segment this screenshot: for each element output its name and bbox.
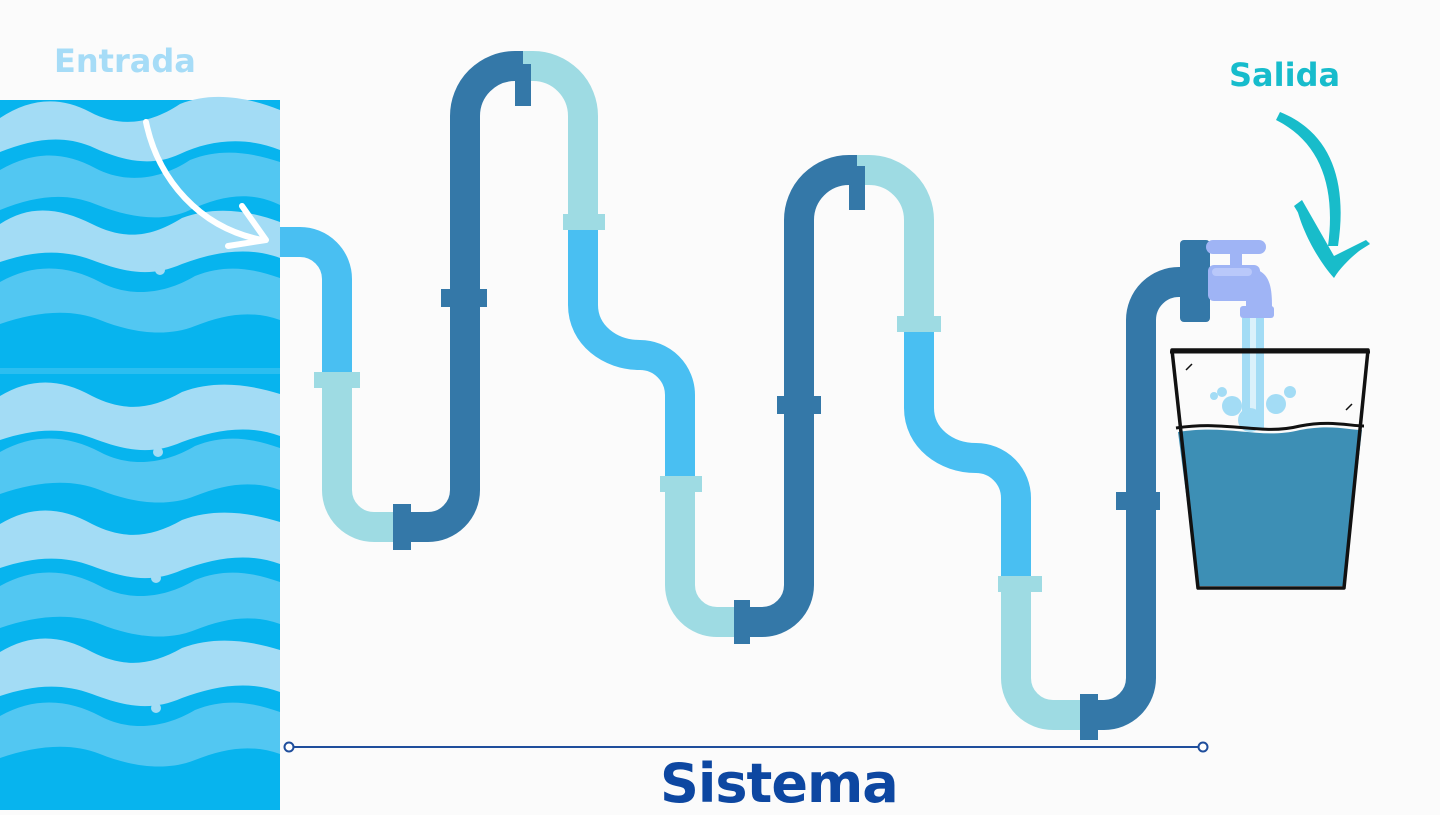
system-label: Sistema (660, 752, 899, 815)
pipe-segment (322, 380, 402, 542)
pipe-segment (280, 227, 352, 380)
pipe-system (280, 51, 1192, 730)
input-arrow-icon (143, 119, 269, 249)
pipe-segment (568, 222, 695, 484)
pipe-segment (742, 155, 857, 637)
glass-icon (1170, 348, 1370, 590)
pipe-segment (904, 324, 1031, 584)
pipe-segment (1001, 584, 1088, 730)
pipe-couplings (314, 64, 1210, 740)
output-arrow-icon (1276, 112, 1370, 278)
output-label: Salida (1229, 56, 1341, 94)
pipe-segment (857, 155, 934, 324)
pipe-segment (402, 51, 523, 542)
faucet-icon (1206, 240, 1274, 318)
water-reservoir (0, 96, 280, 810)
input-label: Entrada (54, 42, 196, 80)
system-bracket-line (283, 741, 1209, 753)
pipe-segment (665, 484, 742, 637)
water-stream (1210, 318, 1296, 432)
pipe-segment (523, 51, 598, 222)
